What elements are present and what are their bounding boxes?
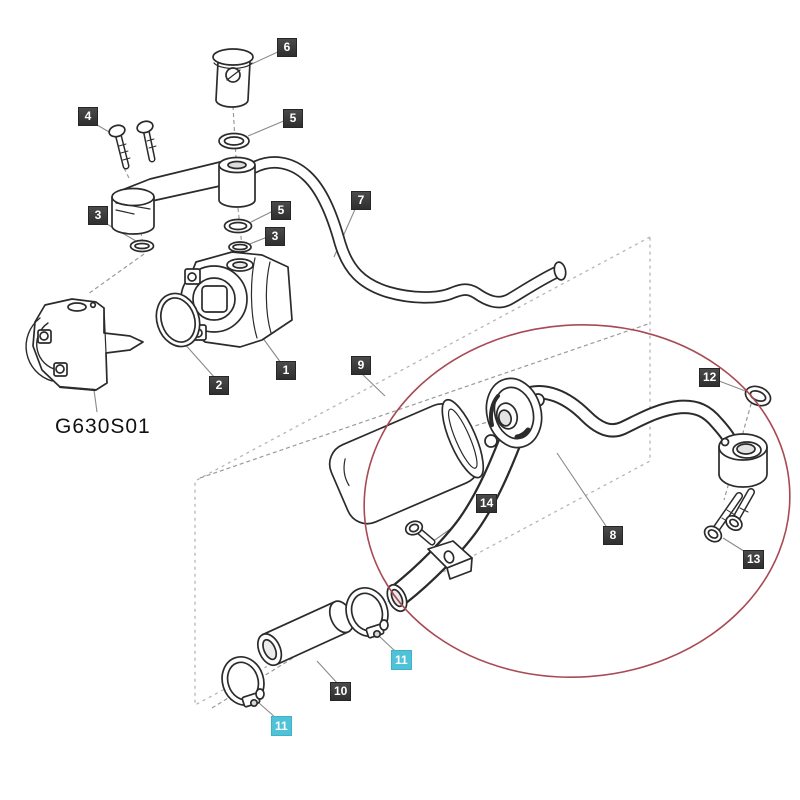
part-label-7[interactable]: 7	[351, 191, 371, 210]
part-label-8[interactable]: 8	[603, 526, 623, 545]
part-label-3-left[interactable]: 3	[88, 206, 108, 225]
part-8-exhaust-pipe	[386, 384, 742, 613]
part-5-o-ring-upper	[218, 132, 250, 150]
figure-pump-g630s01	[25, 298, 144, 392]
part-label-3-right[interactable]: 3	[265, 227, 285, 246]
part-10-hose	[256, 600, 355, 667]
part-label-2[interactable]: 2	[209, 376, 229, 395]
figure-code: G630S01	[55, 415, 151, 438]
part-label-11-left[interactable]: 11	[271, 716, 292, 736]
part-label-1[interactable]: 1	[276, 361, 296, 380]
part-label-6[interactable]: 6	[277, 38, 297, 57]
part-11-clamp-left	[221, 656, 265, 708]
part-12-o-ring	[744, 385, 772, 407]
highlight-ellipse	[363, 324, 791, 678]
part-3-o-ring-left	[129, 239, 155, 253]
part-label-12[interactable]: 12	[699, 368, 721, 387]
part-3-o-ring-right	[228, 241, 252, 253]
part-label-9[interactable]: 9	[351, 356, 371, 375]
part-label-5-lower[interactable]: 5	[271, 201, 291, 220]
part-2-o-ring	[155, 292, 201, 348]
part-label-13[interactable]: 13	[743, 550, 765, 569]
part-swivel-arm	[111, 156, 256, 235]
part-mount-boss	[718, 433, 768, 488]
part-7-pipe	[246, 156, 567, 309]
part-label-4[interactable]: 4	[78, 107, 98, 126]
part-5-o-ring-lower	[223, 218, 253, 234]
part-13-bolts	[703, 488, 755, 543]
part-pipe-flange	[484, 377, 545, 449]
part-11-clamp-right	[345, 587, 389, 639]
part-6-pin	[212, 48, 254, 108]
part-label-5-upper[interactable]: 5	[283, 109, 303, 128]
part-label-14[interactable]: 14	[476, 494, 498, 513]
label-leader-lines	[91, 49, 749, 719]
part-label-10[interactable]: 10	[330, 682, 352, 701]
part-label-11-right[interactable]: 11	[391, 650, 412, 670]
part-14-bolt	[404, 520, 436, 546]
mounting-plane-outline	[194, 235, 651, 707]
part-4-bolts	[108, 120, 157, 170]
